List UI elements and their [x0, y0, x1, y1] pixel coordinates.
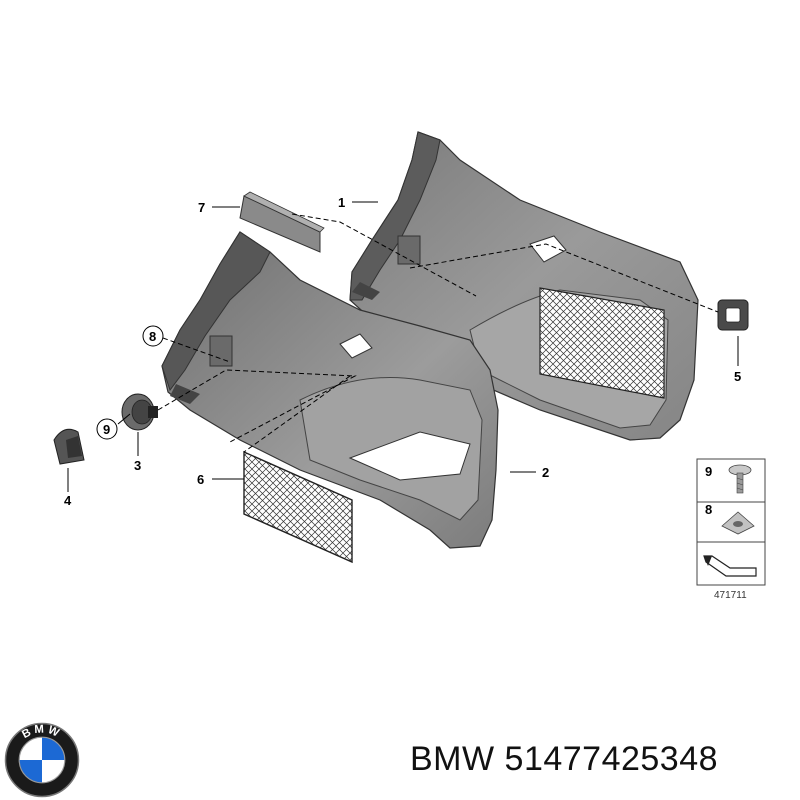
callout-2: 2	[542, 465, 549, 480]
callout-9: 9	[103, 422, 110, 437]
cover-cap-4	[53, 428, 85, 465]
callout-6: 6	[197, 472, 204, 487]
grommet-5	[717, 299, 749, 331]
callout-4: 4	[64, 493, 72, 508]
clip-nut-icon	[721, 511, 755, 535]
part-caption: BMW 51477425348	[410, 740, 719, 778]
legend-box: 9 8 471711	[696, 458, 766, 601]
logo-letters: BMW	[20, 723, 60, 741]
bmw-logo: BMW	[4, 722, 80, 798]
svg-text:BMW: BMW	[20, 723, 63, 741]
arrow-icon	[703, 555, 757, 577]
leader-lines	[67, 201, 739, 492]
callout-9-circle	[96, 418, 118, 440]
callout-8: 8	[149, 329, 156, 344]
legend-number-8: 8	[705, 502, 712, 517]
callout-7: 7	[198, 200, 205, 215]
cover-strip-7	[239, 191, 325, 253]
reference-code: 471711	[714, 590, 747, 601]
callout-1: 1	[338, 195, 345, 210]
assembly-lines	[157, 213, 719, 453]
legend-number-9: 9	[705, 464, 712, 479]
callout-8-circle	[142, 325, 164, 347]
cargo-net-6	[243, 450, 353, 564]
callout-3: 3	[134, 458, 141, 473]
fastener-3	[121, 393, 158, 431]
callout-5: 5	[734, 369, 741, 384]
screw-icon	[728, 464, 752, 494]
